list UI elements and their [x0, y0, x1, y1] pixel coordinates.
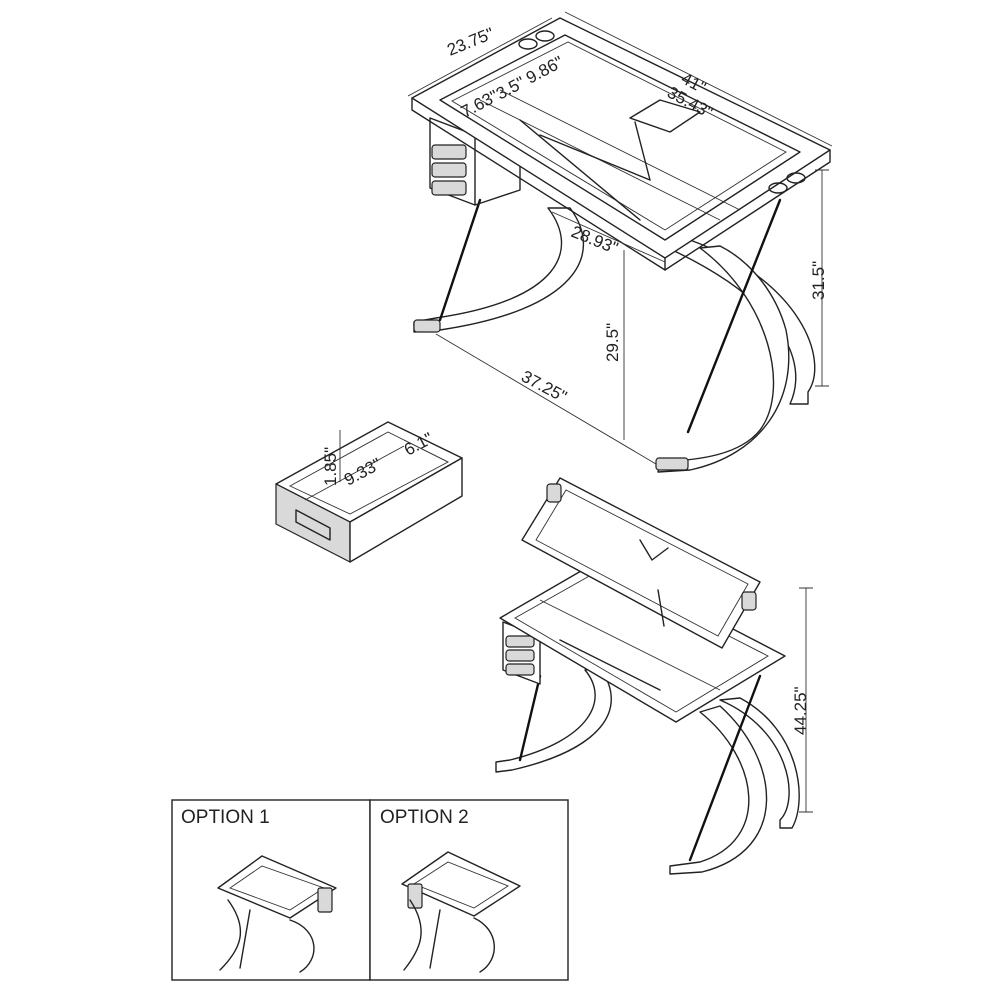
dim-line-drawer-width [304, 445, 405, 501]
table-top [411, 17, 831, 259]
drawer-3 [431, 180, 467, 196]
tilted-left-brace [518, 674, 542, 762]
tilted-rail [539, 599, 721, 691]
tilted-front-leg [669, 705, 768, 875]
table-top-front-edge [411, 97, 666, 271]
right-brace [686, 198, 782, 434]
tilted-right-leg [719, 697, 800, 829]
frame-cross-2 [539, 134, 651, 181]
option-1-drawers [317, 887, 333, 913]
option-1-legs [219, 899, 315, 973]
dim-line-drawer-depth [403, 439, 449, 463]
drawer-1 [431, 144, 467, 160]
left-foot [413, 319, 441, 333]
tilted-left-leg [495, 667, 612, 773]
frame-cross-1 [519, 119, 641, 221]
pen-cup-1 [518, 38, 538, 50]
pen-cup-4 [786, 172, 806, 184]
drawer-handle [295, 509, 331, 541]
glass-inner [451, 41, 787, 231]
label-total-height: 31.5" [809, 261, 828, 300]
support-bracket [629, 99, 701, 133]
label-knee-height: 29.5" [603, 323, 622, 362]
drawer-2 [431, 162, 467, 178]
front-leg [657, 245, 790, 473]
glass-panel [439, 34, 801, 241]
tilted-base-frame [499, 559, 786, 723]
tilted-glass-inner [535, 489, 749, 637]
tilted-drawer-3 [505, 663, 535, 676]
option-2-top [401, 851, 521, 917]
main-table-drawing: 23.75" 41" 35.43" 7.63" 3.5" 9.86" 28.93… [407, 11, 833, 473]
tilted-pen-tray-2 [741, 591, 757, 611]
tilted-drawer-1 [505, 635, 535, 648]
option-2-glass [413, 861, 509, 909]
label-tilted-height: 44.25" [791, 686, 810, 735]
tilted-bracket [639, 539, 669, 561]
tilted-right-brace [688, 674, 762, 862]
drawer-detail-drawing: 1.85" 9.33" 6.1" [275, 421, 463, 563]
tilted-support [657, 589, 665, 627]
label-drawer-height: 1.85" [321, 447, 340, 486]
option-1-panel: OPTION 1 [171, 799, 371, 981]
pen-cup-2 [535, 30, 555, 42]
option-1-label: OPTION 1 [181, 807, 270, 828]
frame-rail-2 [499, 89, 741, 211]
tilted-pen-tray-1 [546, 483, 562, 503]
option-2-label: OPTION 2 [380, 807, 469, 828]
left-leg [413, 207, 585, 333]
dim-line-depth [407, 17, 553, 97]
option-1-top [217, 855, 337, 919]
tilted-cross [559, 639, 661, 691]
dim-line-width [564, 11, 833, 147]
support-arm [634, 121, 651, 181]
tilted-base-inner [514, 569, 769, 713]
dim-line-base [435, 333, 657, 465]
option-2-panel: OPTION 2 [369, 799, 569, 981]
tilted-table-drawing: 44.25" [495, 477, 813, 875]
table-top-right-edge [664, 149, 831, 271]
dim-line-glass-depth [551, 211, 666, 263]
dim-line-tilted-height [799, 587, 813, 813]
front-foot [655, 457, 689, 471]
option-2-drawers [407, 883, 423, 909]
pen-cup-3 [768, 182, 788, 194]
label-top-depth: 23.75" [444, 24, 496, 60]
dim-line-height [815, 169, 829, 387]
drawer-side [349, 457, 463, 563]
label-base-width: 37.25" [518, 367, 570, 407]
tilted-drawer-2 [505, 649, 535, 662]
option-2-legs [403, 899, 495, 973]
left-brace [438, 198, 482, 322]
